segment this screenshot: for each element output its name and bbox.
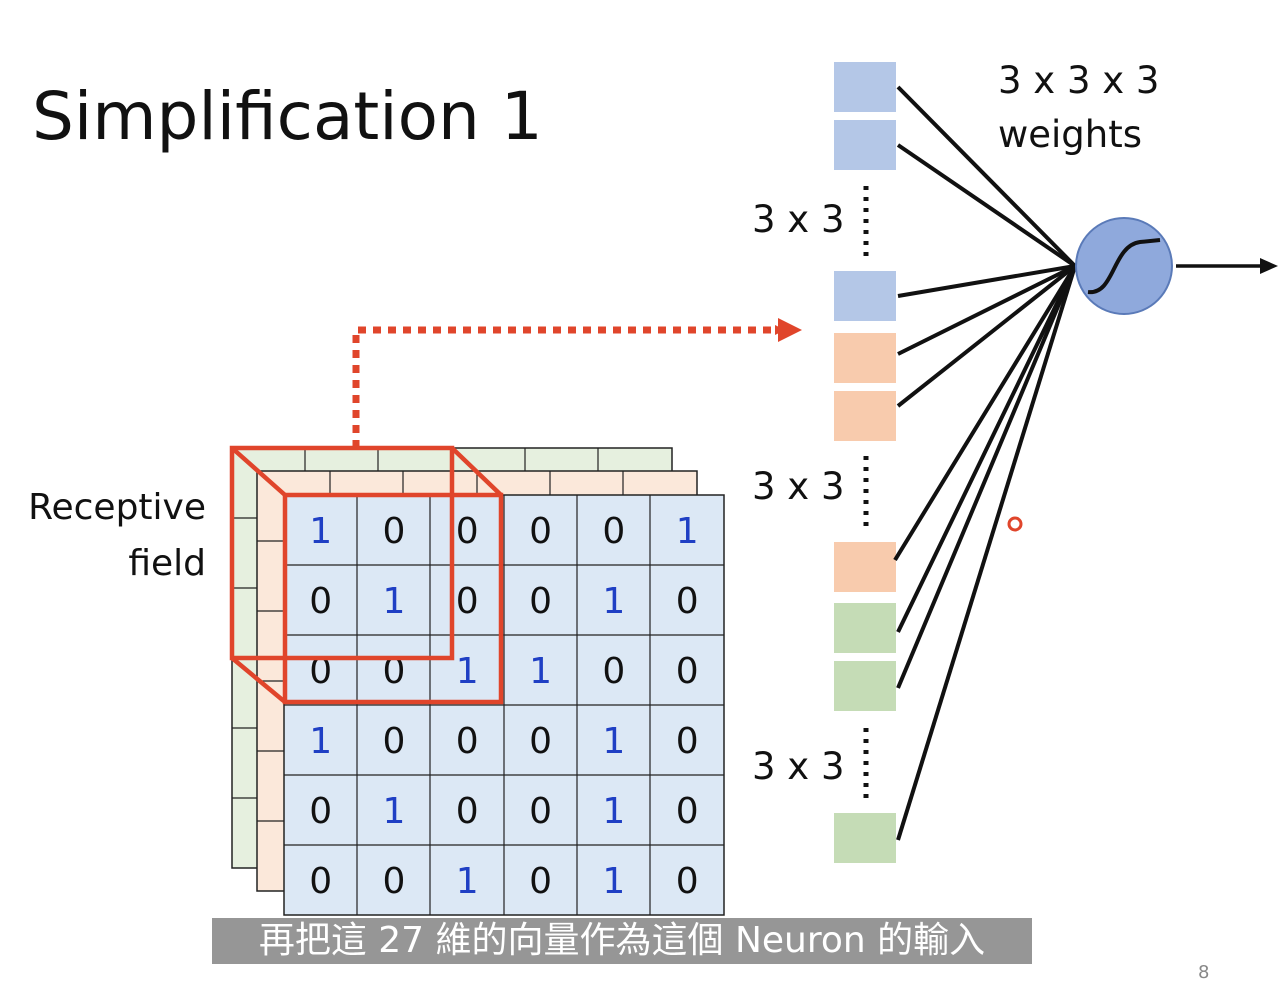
grid-cell-value: 0	[382, 861, 405, 902]
weights-line2: weights	[998, 113, 1143, 156]
grid-cell-value: 1	[382, 581, 405, 622]
front-grid-digits: 1 0 0 0 0 1 0 1 0 0 1 0 0 0 1 1 0 0 1 0 0 0 1 0 0 1 0 0 1 0 0 0 1 0 1 0	[309, 511, 698, 902]
grid-cell-value: 1	[602, 721, 625, 762]
grid-cell-value: 0	[309, 861, 332, 902]
grid-cell-value: 0	[456, 511, 479, 552]
grid-cell-value: 1	[309, 721, 332, 762]
flattened-vector	[834, 62, 896, 863]
weights-line1: 3 x 3 x 3	[998, 59, 1160, 102]
subtitle-caption: 再把這 27 維的向量作為這個 Neuron 的輸入	[212, 918, 1032, 964]
grid-cell-value: 1	[602, 581, 625, 622]
dim-label-green: 3 x 3	[752, 745, 845, 788]
grid-cell-value: 0	[309, 791, 332, 832]
grid-cell-value: 0	[529, 511, 552, 552]
grid-cell-value: 1	[309, 511, 332, 552]
grid-cell-value: 1	[456, 861, 479, 902]
dim-label-blue: 3 x 3	[752, 198, 845, 241]
page-number: 8	[1198, 962, 1210, 983]
grid-cell-value: 0	[676, 721, 699, 762]
receptive-field-line2: field	[128, 543, 206, 584]
sigmoid-icon	[1087, 238, 1161, 295]
grid-cell-value: 0	[309, 651, 332, 692]
dim-label-peach: 3 x 3	[752, 465, 845, 508]
grid-cell-value: 0	[382, 511, 405, 552]
grid-cell-value: 0	[529, 791, 552, 832]
neuron	[1075, 217, 1278, 315]
grid-cell-value: 1	[529, 651, 552, 692]
flatten-arrow	[352, 318, 802, 448]
grid-cell-value: 0	[309, 581, 332, 622]
grid-cell-value: 1	[456, 651, 479, 692]
vector-cell-green	[834, 603, 896, 653]
grid-cell-value: 1	[602, 861, 625, 902]
slide-title: Simplification 1	[32, 78, 543, 155]
vector-cell-green	[834, 813, 896, 863]
grid-cell-value: 0	[529, 581, 552, 622]
vector-cell-blue	[834, 271, 896, 321]
grid-cell-value: 0	[382, 651, 405, 692]
grid-cell-value: 0	[676, 581, 699, 622]
grid-cell-value: 1	[382, 791, 405, 832]
cursor-indicator	[1007, 516, 1023, 532]
grid-cell-value: 0	[529, 861, 552, 902]
vector-cell-blue	[834, 62, 896, 112]
vector-cell-blue	[834, 120, 896, 170]
grid-cell-value: 0	[529, 721, 552, 762]
weight-connections	[893, 85, 1077, 841]
grid-cell-value: 0	[676, 651, 699, 692]
grid-cell-value: 0	[456, 581, 479, 622]
grid-cell-value: 0	[602, 651, 625, 692]
vector-cell-peach	[834, 391, 896, 441]
grid-cell-value: 0	[676, 791, 699, 832]
grid-cell-value: 0	[382, 721, 405, 762]
weights-label: 3 x 3 x 3 weights	[998, 54, 1159, 162]
vector-cell-green	[834, 661, 896, 711]
grid-cell-value: 1	[676, 511, 699, 552]
grid-cell-value: 0	[456, 791, 479, 832]
grid-cell-value: 0	[676, 861, 699, 902]
vector-cell-peach	[834, 542, 896, 592]
vector-cell-peach	[834, 333, 896, 383]
grid-cell-value: 0	[602, 511, 625, 552]
blue-channel-layer: 1 0 0 0 0 1 0 1 0 0 1 0 0 0 1 1 0 0 1 0 0 0 1 0 0 1 0 0 1 0 0 0 1 0 1 0	[283, 494, 725, 916]
receptive-field-cube	[229, 445, 504, 705]
grid-cell-value: 1	[602, 791, 625, 832]
receptive-field-line1: Receptive	[28, 487, 206, 528]
receptive-field-label: Receptive field	[20, 480, 206, 592]
grid-cell-value: 0	[456, 721, 479, 762]
